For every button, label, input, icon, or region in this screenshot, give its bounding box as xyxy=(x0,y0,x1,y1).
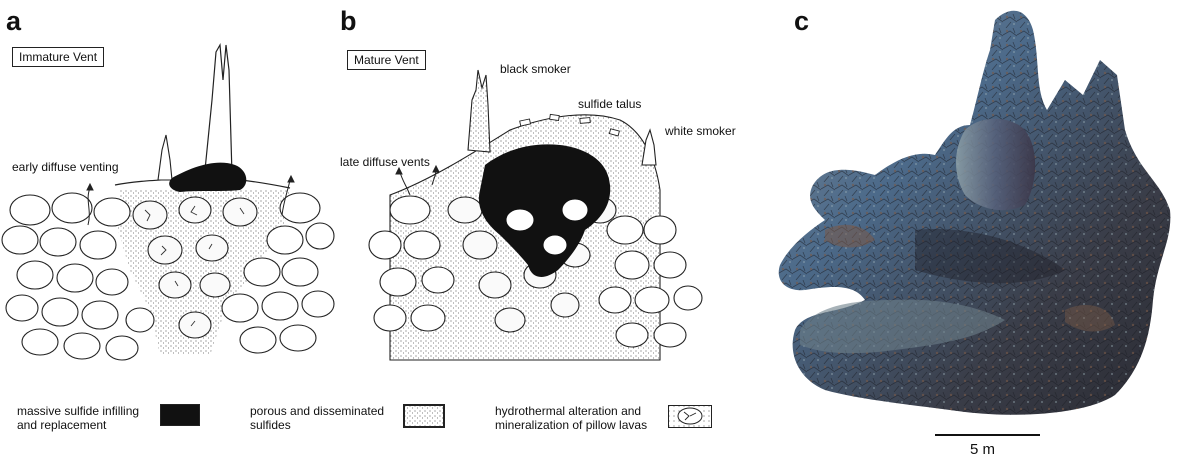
chimney-3d-model-image xyxy=(765,0,1185,430)
legend-porous-sulfides-text: porous and disseminated sulfides xyxy=(250,404,384,432)
legend-massive-sulfide-text: massive sulfide infilling and replacemen… xyxy=(17,404,139,432)
panel-a-letter: a xyxy=(6,8,21,35)
black-smoker-chimney xyxy=(468,70,490,152)
legend-hydrothermal-alteration-text: hydrothermal alteration and mineralizati… xyxy=(495,404,647,432)
legend-hydrothermal-alteration-swatch xyxy=(668,405,712,429)
immature-chimney xyxy=(205,45,232,175)
panel-b-letter: b xyxy=(340,8,357,35)
legend-massive-sulfide-swatch xyxy=(160,404,200,426)
legend-porous-sulfides-swatch xyxy=(403,404,445,428)
mature-vent-diagram xyxy=(370,60,710,360)
massive-sulfide-patch-a xyxy=(169,163,246,192)
immature-vent-diagram xyxy=(0,40,340,370)
scale-bar xyxy=(935,434,1040,436)
scale-bar-label: 5 m xyxy=(970,441,995,458)
